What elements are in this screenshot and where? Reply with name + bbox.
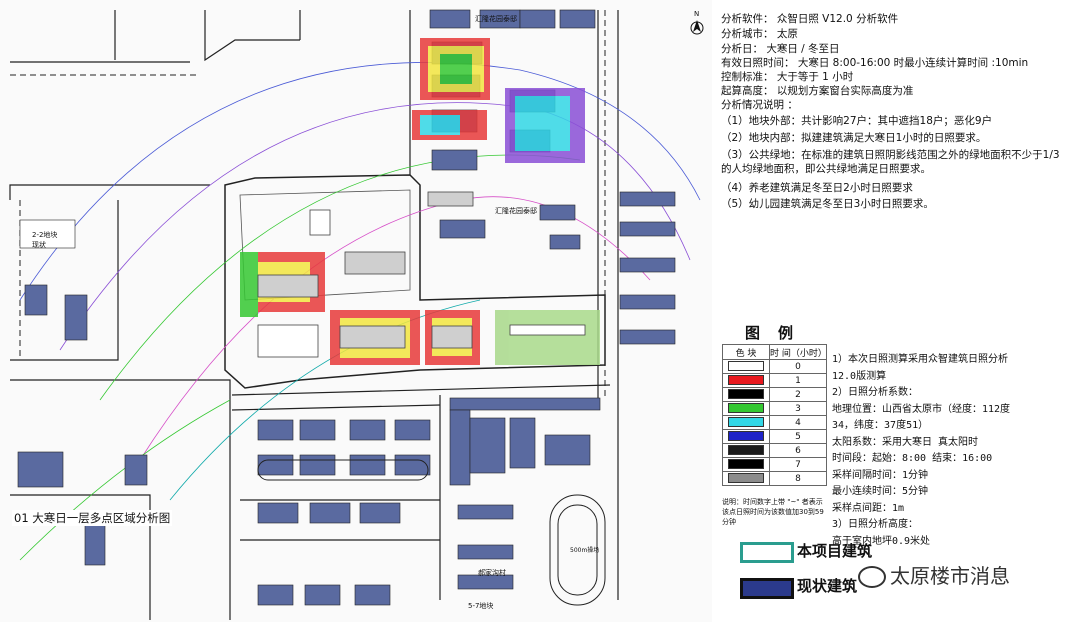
legend-swatch [728, 431, 764, 442]
sports-field [257, 459, 606, 606]
legend-time: 6 [769, 443, 827, 458]
info-item-3: （3）公共绿地：在标准的建筑日照阴影线范围之外的绿地面积不少于1/3的人均绿地面… [721, 149, 1060, 175]
info-time: 有效日照时间： 大寒日 8:00-16:00 时最小连续计算时间 :10min [721, 57, 1029, 69]
north-compound-label: 汇隆花园泰邸 [475, 14, 517, 23]
site-boundary [224, 174, 606, 389]
legend-swatch [728, 445, 764, 456]
legend-header-color: 色 块 [722, 344, 770, 360]
analysis-notes: 1）本次日照测算采用众智建筑日照分析 12.0版测算 2）日照分析系数： 地理位置：山… [832, 352, 1072, 550]
legend-swatch [728, 459, 764, 470]
legend-title: 图例 [745, 324, 812, 342]
existing-building-key-label: 现状建筑 [797, 577, 858, 595]
legend-time: 3 [769, 401, 827, 416]
legend-swatch [728, 473, 764, 484]
note-line: 12.0版测算 [832, 370, 887, 382]
info-item-1: （1）地块外部：共计影响27户：其中遮挡18户；恶化9户 [721, 115, 993, 127]
legend-row: 3 [722, 401, 827, 416]
legend-time: 4 [769, 415, 827, 430]
legend-swatch [728, 361, 764, 372]
legend-row: 7 [722, 457, 827, 472]
note-line: 34，纬度：37度51） [832, 420, 929, 431]
legend-time: 2 [769, 387, 827, 402]
info-item-2: （2）地块内部：拟建建筑满足大寒日1小时的日照要求。 [721, 132, 987, 144]
west-plot-label: 2-2地块 [32, 230, 57, 239]
info-day: 分析日： 大寒日 / 冬至日 [721, 43, 840, 55]
legend-row: 8 [722, 471, 827, 486]
legend-time: 5 [769, 429, 827, 444]
project-building-key-label: 本项目建筑 [797, 542, 873, 560]
map-caption: 01 大寒日一层多点区域分析图 [12, 510, 173, 526]
existing-building-key-swatch [740, 578, 794, 599]
note-line: 采样间隔时间：1分钟 [832, 469, 929, 481]
legend-row: 5 [722, 429, 827, 444]
legend-time: 0 [769, 359, 827, 374]
note-line: 3）日照分析高度： [832, 519, 919, 530]
legend-row: 4 [722, 415, 827, 430]
info-item-5: （5）幼儿园建筑满足冬至日3小时日照要求。 [721, 198, 934, 210]
note-line: 2）日照分析系数： [832, 387, 919, 398]
wechat-icon [858, 566, 886, 588]
note-line: 最小连续时间：5分钟 [832, 486, 929, 497]
legend-swatch [728, 403, 764, 414]
note-line: 1）本次日照测算采用众智建筑日照分析 [832, 354, 1009, 365]
info-panel [712, 0, 1080, 622]
legend-time: 8 [769, 471, 827, 486]
project-building-key-swatch [740, 542, 794, 563]
info-standard: 控制标准： 大于等于 1 小时 [721, 71, 854, 83]
svg-text:N: N [694, 10, 699, 18]
info-desc-heading: 分析情况说明 ： [721, 99, 798, 111]
info-item-4: （4）养老建筑满足冬至日2小时日照要求 [721, 182, 913, 194]
legend-swatch [728, 389, 764, 400]
legend-note: 说明：时间数字上带 "~" 者表示该点日照时间为该数值加30到59分钟 [722, 498, 824, 526]
south-plot-label: 5-7地块 [468, 601, 493, 610]
legend-header-time: 时 间（小时） [769, 344, 827, 360]
info-city: 分析城市： 太原 [721, 28, 798, 40]
central-compound-label: 汇隆花园泰邸 [495, 206, 537, 215]
site-plan: 汇隆花园泰邸 汇隆花园泰邸 2-2地块 现状 郝家沟村 5-7地块 500m操场… [9, 9, 704, 620]
road-lines [9, 10, 619, 620]
legend-swatch [728, 375, 764, 386]
south-village-label: 郝家沟村 [478, 568, 506, 577]
legend-time: 1 [769, 373, 827, 388]
legend-swatch [728, 417, 764, 428]
note-line: 采样点间距：1m [832, 502, 905, 514]
legend-row: 0 [722, 359, 827, 374]
project-buildings [257, 191, 586, 358]
west-plot-status: 现状 [32, 240, 46, 249]
legend-row: 2 [722, 387, 827, 402]
legend-row: 1 [722, 373, 827, 388]
note-line: 时间段：起始：8:00 结束：16:00 [832, 453, 993, 464]
note-line: 太阳系数：采用大寒日 真太阳时 [832, 436, 979, 448]
note-line: 地理位置：山西省太原市（经度：112度 [832, 403, 1011, 415]
note-line: 高于室内地坪0.9米处 [832, 535, 931, 547]
north-arrow-icon: N [690, 10, 704, 35]
field-label: 500m操场 [570, 546, 599, 554]
watermark: 太原楼市消息 [890, 564, 1010, 588]
legend-row: 6 [722, 443, 827, 458]
info-software: 分析软件： 众智日照 V12.0 分析软件 [721, 13, 899, 25]
info-height: 起算高度： 以规划方案窗台实际高度为准 [721, 85, 914, 97]
legend-time: 7 [769, 457, 827, 472]
